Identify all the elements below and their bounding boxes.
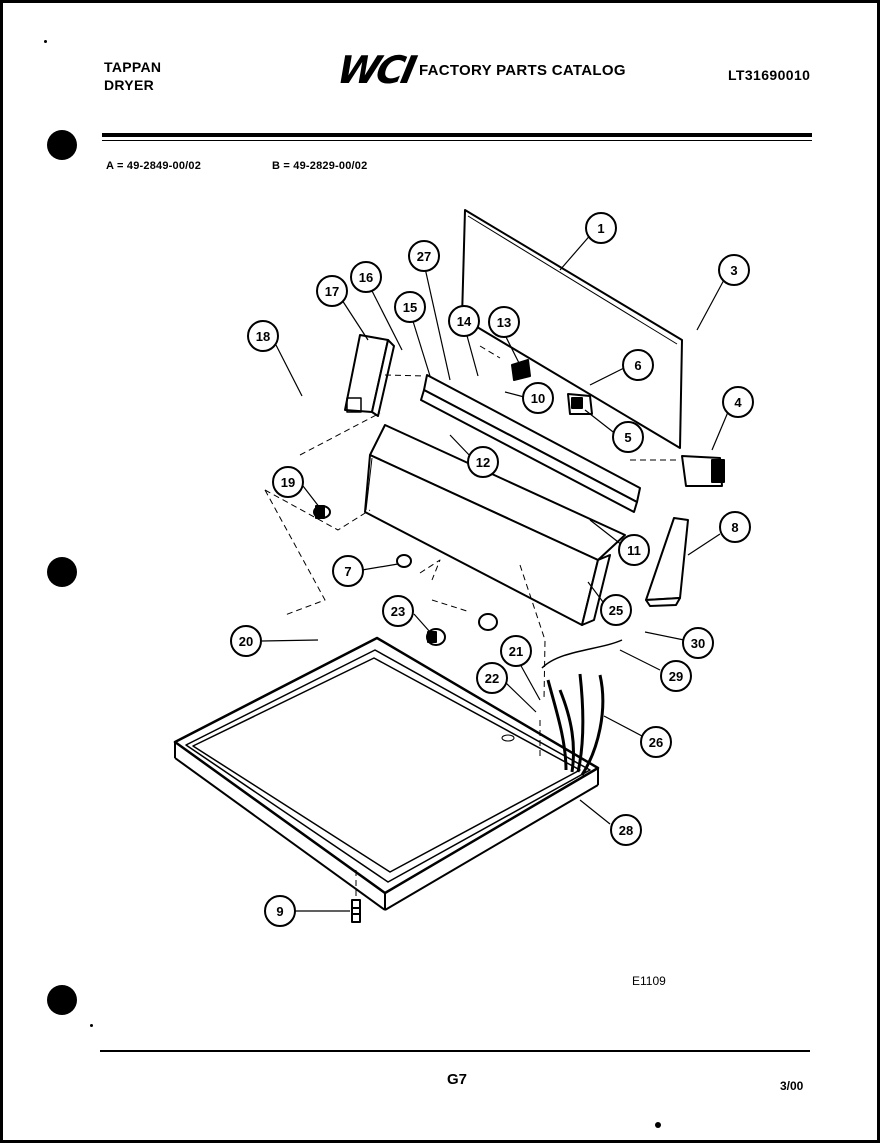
- callout-28: 28: [610, 814, 642, 846]
- part-dryer-top: [173, 636, 600, 911]
- svg-text:15: 15: [403, 300, 417, 315]
- svg-text:3: 3: [730, 263, 737, 278]
- callout-13: 13: [488, 306, 520, 338]
- svg-text:12: 12: [476, 455, 490, 470]
- part-console: [364, 424, 626, 626]
- svg-text:28: 28: [619, 823, 633, 838]
- binder-hole-top: [47, 130, 77, 160]
- callout-8: 8: [719, 511, 751, 543]
- callout-18: 18: [247, 320, 279, 352]
- catalog-number: LT31690010: [728, 67, 811, 83]
- callout-12: 12: [467, 446, 499, 478]
- part-right-endcap: [645, 517, 689, 607]
- callout-1: 1: [585, 212, 617, 244]
- part-knob-7: [396, 554, 412, 568]
- binder-hole-middle: [47, 557, 77, 587]
- part-knob-19: [313, 505, 331, 519]
- svg-text:30: 30: [691, 636, 705, 651]
- binder-hole-bottom: [47, 985, 77, 1015]
- callout-25: 25: [600, 594, 632, 626]
- brand-name: TAPPAN: [104, 59, 162, 75]
- callout-15: 15: [394, 291, 426, 323]
- catalog-title: FACTORY PARTS CATALOG: [418, 61, 626, 79]
- part-wire-harness: [541, 639, 623, 776]
- callout-26: 26: [640, 726, 672, 758]
- callout-23: 23: [382, 595, 414, 627]
- part-knob-23: [426, 628, 446, 646]
- svg-text:13: 13: [497, 315, 511, 330]
- assembly-lines: [264, 345, 680, 898]
- callout-5: 5: [612, 421, 644, 453]
- part-switch-5: [567, 393, 593, 415]
- svg-text:6: 6: [634, 358, 641, 373]
- svg-text:21: 21: [509, 644, 523, 659]
- callout-3: 3: [718, 254, 750, 286]
- model-a: A = 49-2849-00/02: [106, 160, 202, 172]
- svg-text:23: 23: [391, 604, 405, 619]
- page-number: G7: [447, 1071, 468, 1088]
- svg-text:14: 14: [457, 314, 472, 329]
- leader-lines: [261, 231, 729, 912]
- svg-text:27: 27: [417, 249, 431, 264]
- callout-19: 19: [272, 466, 304, 498]
- model-b: B = 49-2829-00/02: [272, 160, 368, 172]
- callout-14: 14: [448, 305, 480, 337]
- speck: [655, 1122, 661, 1128]
- speck: [90, 1024, 93, 1027]
- svg-text:4: 4: [734, 395, 742, 410]
- product-header: TAPPAN DRYER: [104, 58, 161, 94]
- svg-text:11: 11: [627, 543, 641, 558]
- part-rear-panel: [461, 209, 683, 449]
- svg-text:17: 17: [325, 284, 339, 299]
- callout-30: 30: [682, 627, 714, 659]
- part-switch-13: [511, 359, 531, 381]
- callout-10: 10: [522, 382, 554, 414]
- part-hinge-9: [351, 899, 361, 923]
- svg-text:8: 8: [731, 520, 738, 535]
- svg-text:16: 16: [359, 270, 373, 285]
- svg-text:26: 26: [649, 735, 663, 750]
- part-knob-center: [478, 613, 498, 631]
- callout-17: 17: [316, 275, 348, 307]
- callout-29: 29: [660, 660, 692, 692]
- callout-20: 20: [230, 625, 262, 657]
- header-rule-thin: [102, 140, 812, 141]
- callout-9: 9: [264, 895, 296, 927]
- revision-date: 3/00: [780, 1079, 804, 1093]
- speck: [44, 40, 47, 43]
- callout-balloons: 1 3 4 5 6 7 8 9 10 11 12 13 14 15 16 17 …: [230, 212, 754, 927]
- svg-text:25: 25: [609, 603, 623, 618]
- callout-27: 27: [408, 240, 440, 272]
- part-left-endcap: [344, 334, 395, 417]
- callout-4: 4: [722, 386, 754, 418]
- callout-6: 6: [622, 349, 654, 381]
- svg-text:10: 10: [531, 391, 545, 406]
- footer-rule: [100, 1050, 810, 1052]
- svg-text:18: 18: [256, 329, 270, 344]
- svg-text:5: 5: [624, 430, 631, 445]
- svg-text:19: 19: [281, 475, 295, 490]
- part-trim-strip: [420, 374, 641, 513]
- catalog-header: WCI FACTORY PARTS CATALOG: [333, 48, 626, 92]
- header-rule: [102, 133, 812, 137]
- svg-text:1: 1: [597, 221, 604, 236]
- svg-text:9: 9: [276, 904, 283, 919]
- product-name: DRYER: [104, 77, 154, 93]
- svg-text:20: 20: [239, 634, 253, 649]
- callout-22: 22: [476, 662, 508, 694]
- svg-text:29: 29: [669, 669, 683, 684]
- svg-text:22: 22: [485, 671, 499, 686]
- callout-21: 21: [500, 635, 532, 667]
- svg-text:7: 7: [344, 564, 351, 579]
- part-timer: [681, 455, 725, 487]
- callout-7: 7: [332, 555, 364, 587]
- callout-11: 11: [618, 534, 650, 566]
- figure-code: E1109: [632, 974, 666, 988]
- callout-16: 16: [350, 261, 382, 293]
